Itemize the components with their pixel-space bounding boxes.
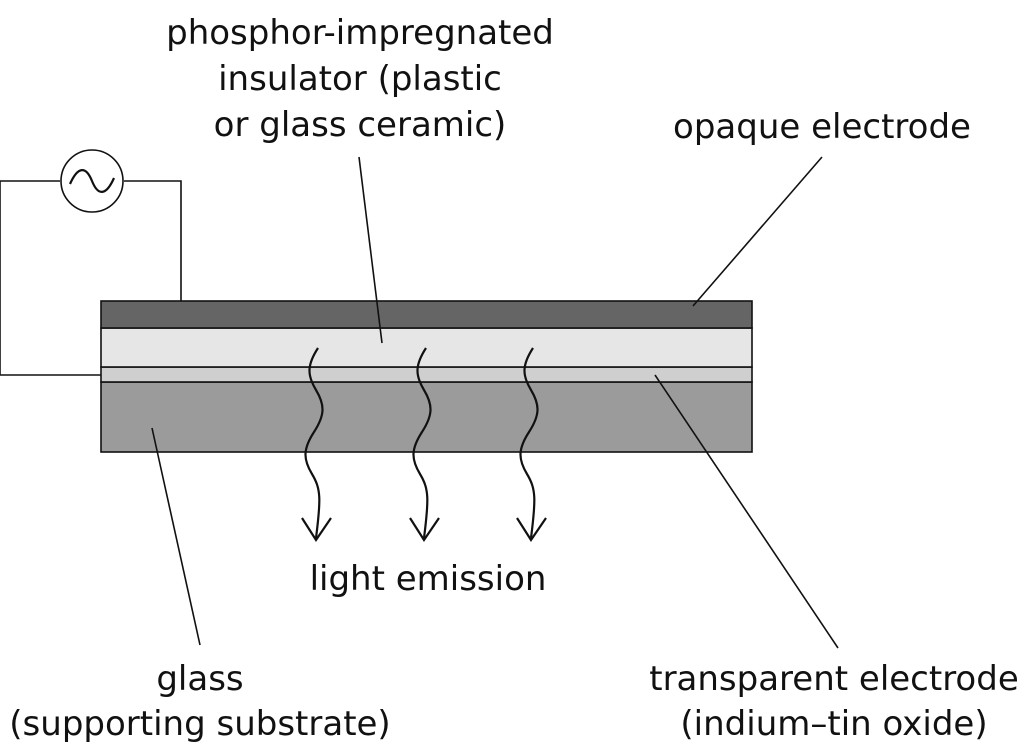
wire-to-opaque-electrode (0, 180, 101, 376)
transparent-electrode-label-line-2: (indium–tin oxide) (680, 704, 987, 744)
ac-source-icon (60, 149, 124, 213)
leader-lines (151, 156, 839, 649)
wavy-arrow-icon (516, 347, 547, 542)
insulator-layer (100, 327, 753, 368)
glass-label-line-2: (supporting substrate) (9, 704, 390, 744)
insulator-leader (358, 156, 383, 344)
circuit-wiring (0, 180, 182, 376)
glass-leader (151, 427, 201, 646)
opaque-electrode-label: opaque electrode (673, 107, 971, 147)
transparent-electrode-leader (654, 374, 839, 649)
wavy-arrow-icon (301, 347, 332, 542)
transparent-electrode-layer (100, 366, 753, 383)
light-emission-arrows (301, 347, 547, 542)
insulator-label-line-2: insulator (plastic (218, 59, 502, 99)
wire-to-transparent-electrode (124, 180, 182, 301)
transparent-electrode-label-line-1: transparent electrode (649, 659, 1019, 699)
wavy-arrow-icon (409, 347, 440, 542)
opaque-electrode-layer (100, 300, 753, 329)
insulator-label-line-3: or glass ceramic) (214, 105, 507, 145)
opaque-electrode-leader (692, 156, 823, 307)
light-emission-label: light emission (310, 559, 547, 599)
glass-label-line-1: glass (156, 659, 243, 699)
insulator-label-line-1: phosphor-impregnated (166, 13, 554, 53)
